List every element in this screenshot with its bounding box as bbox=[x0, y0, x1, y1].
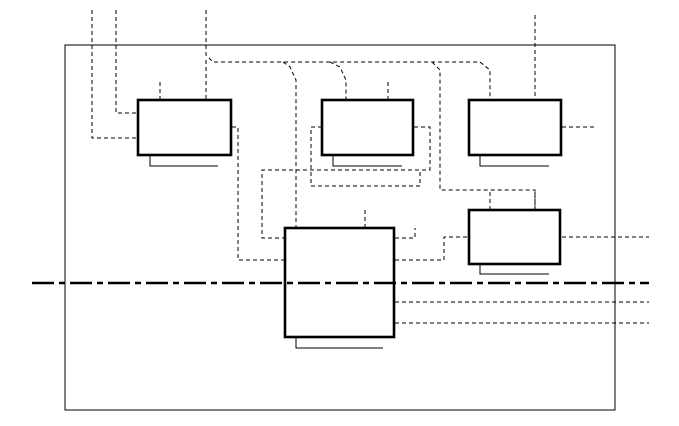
block-1-body bbox=[136, 98, 233, 157]
enclosure-frame bbox=[64, 44, 616, 411]
block-4-body bbox=[467, 208, 562, 266]
block-2-underline bbox=[332, 155, 402, 167]
wire-top-left-inner bbox=[115, 10, 138, 114]
wire-bus-to-block-main bbox=[282, 61, 297, 228]
wire-block2-left-loop bbox=[310, 126, 421, 187]
dashed-connections bbox=[91, 10, 649, 324]
block-1 bbox=[136, 98, 233, 167]
block-main bbox=[283, 226, 396, 349]
wire-block2-right-loop bbox=[261, 126, 431, 239]
block-1-underline bbox=[149, 155, 218, 167]
wire-bus-to-right bbox=[431, 61, 536, 210]
block-2-body bbox=[320, 98, 415, 157]
block-2 bbox=[320, 98, 415, 167]
block-main-underline bbox=[295, 337, 383, 349]
wire-top-left-outer bbox=[91, 10, 138, 139]
wire-bus-to-block2 bbox=[329, 61, 347, 100]
wire-top-bus bbox=[205, 10, 491, 100]
wire-block1-to-main bbox=[232, 126, 285, 261]
wire-main-right-upper bbox=[395, 228, 416, 239]
wire-main-to-block4 bbox=[395, 236, 469, 261]
block-3 bbox=[467, 98, 563, 167]
block-3-underline bbox=[479, 155, 549, 167]
block-4-underline bbox=[479, 264, 549, 275]
block-3-body bbox=[467, 98, 563, 157]
block-4 bbox=[467, 208, 562, 275]
block-main-body bbox=[283, 226, 396, 339]
